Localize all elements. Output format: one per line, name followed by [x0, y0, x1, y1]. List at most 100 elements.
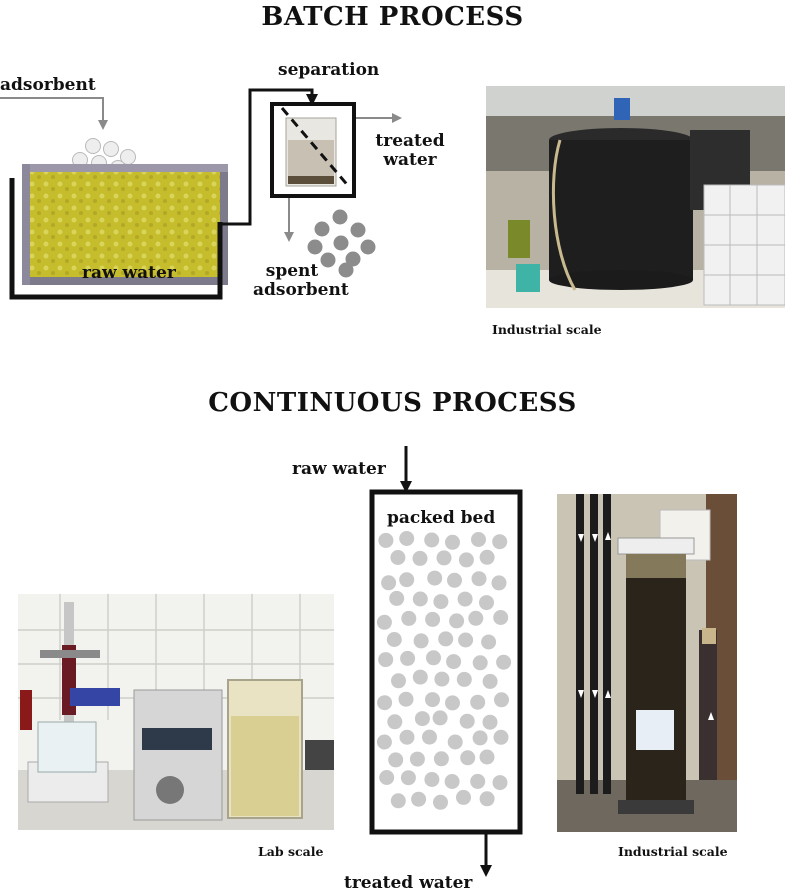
bed-particle [413, 633, 429, 649]
spent-adsorbent-pile [307, 209, 376, 278]
continuous-industrial-caption: Industrial scale [618, 844, 728, 859]
bed-particle [377, 695, 393, 711]
bed-particle [472, 655, 488, 671]
spent-adsorbent-label: spent adsorbent [253, 261, 349, 300]
bed-particle [386, 632, 402, 647]
bed-particle [492, 534, 508, 550]
bed-particle [422, 729, 437, 745]
bed-particle [444, 774, 460, 789]
packed-bed-column [369, 489, 523, 835]
bed-particle [425, 692, 440, 708]
continuous-industrial-photo [557, 494, 737, 832]
bed-particle [459, 713, 475, 729]
bed-particle [436, 550, 452, 566]
bed-particle [472, 730, 488, 746]
lab-scale-caption: Lab scale [258, 844, 324, 859]
bed-particle [471, 571, 487, 587]
bed-particle [494, 692, 509, 708]
bed-particle [398, 691, 414, 707]
bed-particle [400, 770, 416, 786]
bed-particle [400, 650, 416, 666]
batch-industrial-caption: Industrial scale [492, 322, 602, 337]
adsorbent-arrow [0, 97, 108, 130]
continuous-process-title: CONTINUOUS PROCESS [208, 388, 577, 418]
bed-particle [496, 654, 512, 670]
bed-particle [378, 652, 394, 668]
bed-particle [470, 694, 486, 710]
bed-particle [390, 793, 406, 809]
bed-particle [456, 789, 471, 805]
bed-particle [479, 595, 494, 611]
bed-particle [493, 610, 509, 625]
bed-particle [388, 752, 404, 768]
bed-particle [391, 673, 406, 689]
bed-particle [424, 772, 440, 787]
spent-adsorbent-label-line2: adsorbent [253, 280, 349, 300]
packed-bed-label: packed bed [387, 508, 496, 528]
batch-tank-outline [9, 178, 223, 300]
treated-water-label-line2: water [383, 150, 437, 170]
bed-particle [458, 552, 474, 568]
bed-particle [411, 791, 427, 807]
bed-particle [445, 695, 460, 711]
bed-particle [379, 770, 395, 785]
bed-particle [426, 650, 441, 666]
transfer-pipe [220, 88, 318, 226]
bed-particle [479, 791, 495, 807]
bed-particle [492, 775, 508, 791]
lab-scale-photo [18, 594, 334, 830]
separation-label: separation [278, 60, 380, 80]
bed-particle [432, 710, 448, 726]
bed-particle [468, 610, 484, 626]
bed-particle [378, 532, 394, 548]
treated-water-outlet-label: treated water [344, 873, 473, 893]
bed-particle [457, 591, 473, 607]
separation-filter-line [280, 107, 352, 189]
bed-particle [401, 610, 417, 626]
bed-particle [399, 531, 415, 546]
bed-particle [481, 634, 497, 650]
bed-particle [460, 750, 476, 766]
bed-particle [471, 532, 486, 547]
spent-adsorbent-label-line1: spent [265, 261, 319, 281]
bed-particle [412, 591, 428, 607]
bed-particle [424, 532, 440, 548]
bed-particle [399, 729, 415, 745]
bed-particle [482, 673, 498, 689]
raw-water-label: raw water [82, 263, 176, 283]
bed-particle [399, 572, 415, 588]
bed-particle [446, 654, 462, 670]
beaker-image [285, 117, 337, 187]
bed-particle [438, 631, 454, 647]
bed-particle [479, 749, 495, 765]
bed-particle [376, 734, 392, 750]
bed-particle [412, 669, 428, 685]
bed-particle [458, 632, 474, 648]
continuous-raw-water-label: raw water [292, 459, 386, 479]
bed-particle [409, 751, 425, 767]
bed-particle [433, 751, 449, 767]
bed-particle [447, 572, 462, 588]
batch-industrial-photo [486, 86, 785, 308]
bed-particle [433, 794, 448, 810]
bed-particle [445, 534, 460, 550]
bed-particle [425, 611, 441, 627]
bed-particle [427, 570, 443, 586]
treated-water-label: treated water [375, 132, 445, 170]
bed-particle [412, 550, 428, 566]
bed-particle [456, 671, 472, 687]
bed-particle [449, 613, 465, 629]
bed-particle [387, 714, 403, 730]
raw-water-tank-image [22, 164, 228, 285]
bed-particle [414, 711, 430, 727]
bed-particle [447, 734, 463, 750]
bed-particle [433, 594, 449, 610]
adsorbent-label: adsorbent [0, 75, 96, 95]
bed-particle [389, 590, 405, 606]
bed-particle [470, 773, 486, 789]
batch-process-title: BATCH PROCESS [261, 2, 524, 32]
bed-particle [434, 671, 450, 687]
bed-particle [493, 729, 509, 745]
bed-particle [390, 550, 406, 565]
